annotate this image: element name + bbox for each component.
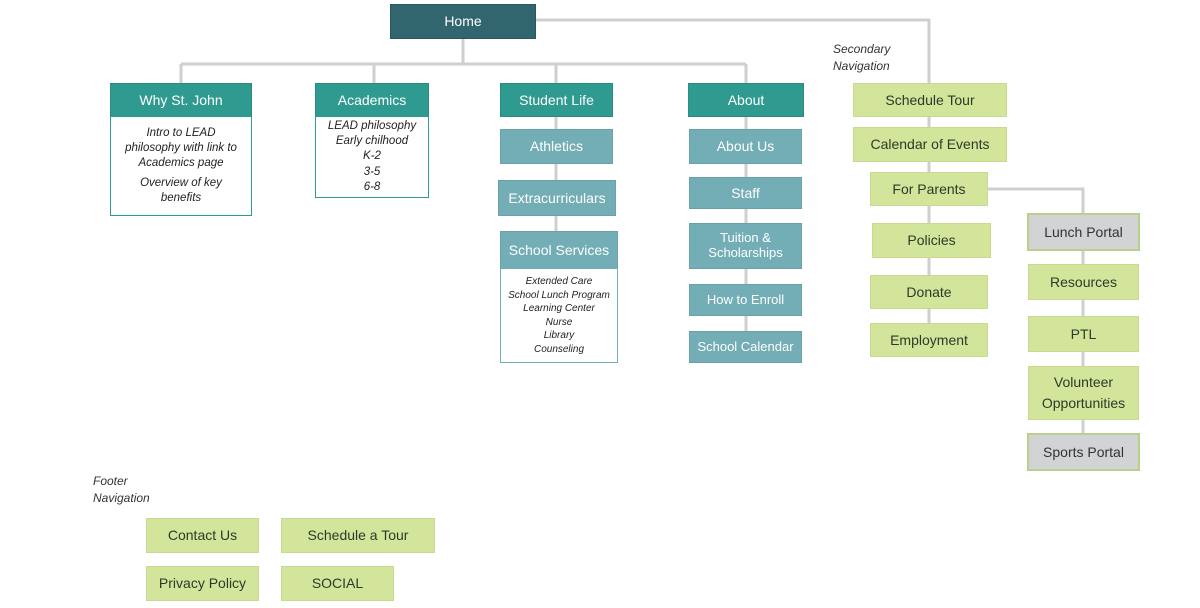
for-parents-node: For Parents bbox=[870, 172, 988, 206]
donate-node: Donate bbox=[870, 275, 988, 309]
detail-line: 6-8 bbox=[363, 180, 381, 193]
detail-line: Nurse bbox=[545, 316, 573, 328]
resources-node: Resources bbox=[1028, 264, 1139, 300]
about-node: About bbox=[688, 83, 804, 117]
privacy-policy-node: Privacy Policy bbox=[146, 566, 259, 601]
about-us-node: About Us bbox=[689, 129, 802, 164]
policies-node: Policies bbox=[872, 223, 991, 258]
schedule-tour-node: Schedule Tour bbox=[853, 83, 1007, 117]
school-services-node: School Services bbox=[500, 231, 618, 269]
footer-navigation-label: Footer Navigation bbox=[93, 474, 150, 505]
ptl-node: PTL bbox=[1028, 316, 1139, 352]
detail-line: Overview of key benefits bbox=[140, 176, 222, 204]
detail-line: LEAD philosophy bbox=[327, 119, 417, 132]
secondary-navigation-label: Secondary Navigation bbox=[833, 42, 891, 73]
tuition-node: Tuition & Scholarships bbox=[689, 223, 802, 269]
school-services-details: Extended Care School Lunch Program Learn… bbox=[500, 268, 618, 363]
why-st-john-node: Why St. John bbox=[110, 83, 252, 117]
calendar-of-events-node: Calendar of Events bbox=[853, 127, 1007, 162]
detail-line: Intro to LEAD philosophy with link to Ac… bbox=[125, 126, 237, 170]
detail-line: Counseling bbox=[533, 343, 585, 355]
volunteer-opportunities-node: Volunteer Opportunities bbox=[1028, 366, 1139, 420]
athletics-node: Athletics bbox=[500, 129, 613, 164]
academics-details: LEAD philosophy Early chilhood K-2 3-5 6… bbox=[315, 116, 429, 198]
detail-line: 3-5 bbox=[363, 165, 381, 178]
why-st-john-details: Intro to LEAD philosophy with link to Ac… bbox=[110, 116, 252, 216]
lunch-portal-node: Lunch Portal bbox=[1027, 213, 1140, 251]
school-calendar-node: School Calendar bbox=[689, 331, 802, 363]
detail-line: Learning Center bbox=[523, 303, 595, 314]
detail-line: K-2 bbox=[363, 150, 381, 163]
student-life-node: Student Life bbox=[500, 83, 613, 117]
detail-line: Library bbox=[543, 330, 575, 341]
detail-line: Extended Care bbox=[525, 276, 593, 287]
sports-portal-node: Sports Portal bbox=[1027, 433, 1140, 471]
employment-node: Employment bbox=[870, 323, 988, 357]
detail-line: Early chilhood bbox=[335, 135, 409, 148]
how-to-enroll-node: How to Enroll bbox=[689, 284, 802, 316]
social-node: SOCIAL bbox=[281, 566, 394, 601]
schedule-a-tour-node: Schedule a Tour bbox=[281, 518, 435, 553]
detail-line: School Lunch Program bbox=[508, 289, 610, 301]
academics-node: Academics bbox=[315, 83, 429, 117]
contact-us-node: Contact Us bbox=[146, 518, 259, 553]
staff-node: Staff bbox=[689, 177, 802, 209]
home-node: Home bbox=[390, 4, 536, 39]
extracurriculars-node: Extracurriculars bbox=[498, 180, 616, 216]
